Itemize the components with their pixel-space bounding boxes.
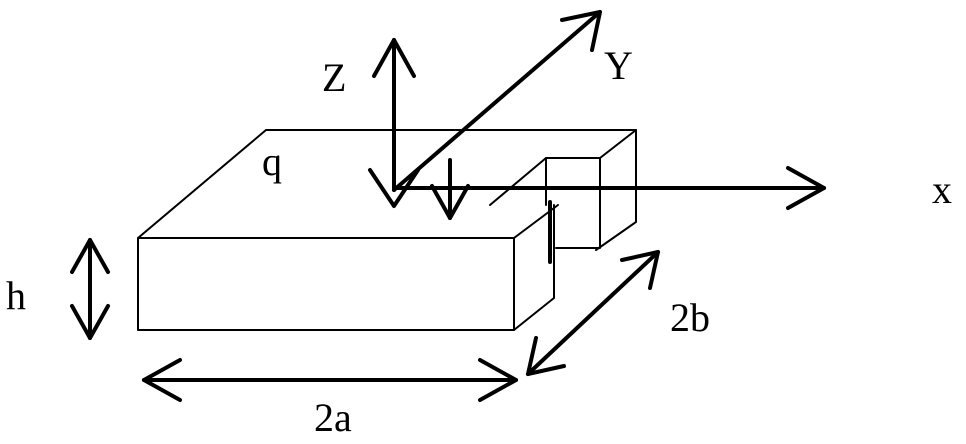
length-arrowhead-left-icon <box>142 358 182 402</box>
coordinate-axes <box>368 10 826 220</box>
height-arrowhead-bottom-icon <box>70 304 110 340</box>
z-axis-arrowhead-icon <box>372 38 416 78</box>
height-label: h <box>6 273 26 318</box>
width-arrowhead-lower-icon <box>526 336 566 376</box>
length-label: 2a <box>314 395 352 440</box>
height-arrowhead-top-icon <box>70 238 110 274</box>
y-axis-label: Y <box>604 43 633 88</box>
origin-down-arrowhead-icon <box>368 168 420 208</box>
notch-top-edge <box>599 129 637 159</box>
x-axis-label: x <box>932 167 952 212</box>
load-label: q <box>262 139 282 184</box>
width-dimension-line <box>526 250 660 376</box>
z-axis-label: Z <box>322 55 347 100</box>
notch-block <box>489 129 637 264</box>
dimension-arrows <box>70 238 660 402</box>
slab-block <box>137 129 637 331</box>
width-label: 2b <box>670 295 710 340</box>
y-axis-line <box>392 10 602 192</box>
x-axis-arrowhead-icon <box>786 166 826 210</box>
slab-front-face <box>137 237 515 331</box>
y-axis-arrowhead-icon <box>560 10 602 52</box>
slab-bottom-right-edge <box>513 297 555 331</box>
width-arrowhead-upper-icon <box>620 250 660 290</box>
length-arrowhead-right-icon <box>478 358 518 402</box>
load-arrowhead-icon <box>430 184 470 220</box>
